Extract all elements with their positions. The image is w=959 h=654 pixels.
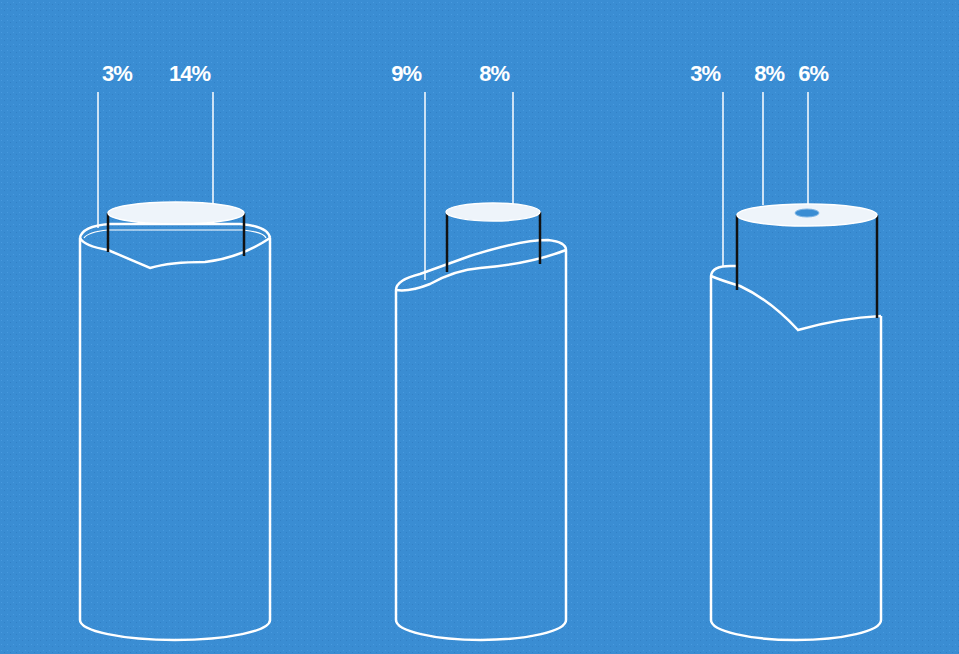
percentage-label: 3% xyxy=(690,62,720,86)
percentage-label: 8% xyxy=(479,62,509,86)
leader-line xyxy=(722,92,724,266)
leader-line xyxy=(424,92,426,280)
cable-cylinder xyxy=(711,204,881,640)
core-edge xyxy=(446,212,449,272)
leader-line xyxy=(762,92,764,205)
core-edge xyxy=(539,212,542,264)
leader-line xyxy=(97,92,99,228)
outer-sheath xyxy=(711,276,881,640)
percentage-label: 8% xyxy=(754,62,784,86)
leader-line xyxy=(807,92,809,205)
sheath-inner-rim xyxy=(84,230,266,238)
sheath-rim xyxy=(711,266,737,276)
percentage-label: 6% xyxy=(798,62,828,86)
core-end xyxy=(446,203,540,221)
cable-cylinder xyxy=(80,202,270,640)
core-edge xyxy=(107,213,110,252)
leader-line xyxy=(512,92,514,205)
core-end xyxy=(737,204,877,226)
core-hole xyxy=(795,209,819,217)
percentage-label: 14% xyxy=(169,62,210,86)
outer-sheath xyxy=(80,238,270,640)
core-end xyxy=(108,202,244,224)
cable-cylinder xyxy=(396,203,566,640)
percentage-label: 9% xyxy=(391,62,421,86)
leader-lines xyxy=(98,92,808,280)
core-edge xyxy=(736,215,739,290)
leader-line xyxy=(212,92,214,203)
percentage-label: 3% xyxy=(102,62,132,86)
core-edge xyxy=(243,213,246,256)
outer-sheath xyxy=(396,250,566,640)
core-edge xyxy=(876,215,879,318)
